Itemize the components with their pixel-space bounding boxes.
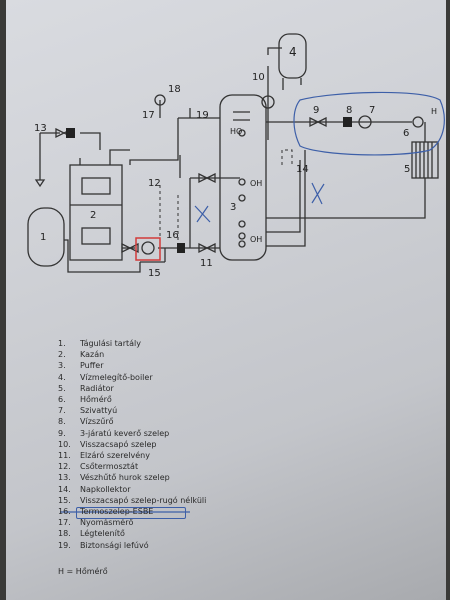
label-ho: HO bbox=[230, 127, 242, 136]
label-oh-1: OH bbox=[250, 179, 262, 188]
label-7: 7 bbox=[369, 105, 375, 116]
legend-item: 13.Vészhűtő hurok szelep bbox=[58, 473, 170, 483]
legend-item: 11.Elzáró szerelvény bbox=[58, 451, 150, 461]
label-1: 1 bbox=[40, 232, 46, 243]
legend-item: 3.Puffer bbox=[58, 361, 104, 371]
legend-item: 15.Visszacsapó szelep-rugó nélküli bbox=[58, 495, 207, 505]
legend-item: 19.Biztonsági lefúvó bbox=[58, 540, 149, 550]
legend-item: 5.Radiátor bbox=[58, 383, 114, 393]
label-13: 13 bbox=[34, 123, 47, 134]
label-15: 15 bbox=[148, 268, 161, 279]
legend-item: 12.Csőtermosztát bbox=[58, 462, 139, 472]
red-highlight-box bbox=[135, 237, 161, 261]
water-heater-tank bbox=[278, 33, 307, 79]
boiler-body bbox=[69, 164, 123, 261]
label-11: 11 bbox=[200, 258, 213, 269]
label-3: 3 bbox=[230, 202, 236, 213]
legend-item: 10.Visszacsapó szelep bbox=[58, 439, 157, 449]
legend-item: 18.Légtelenítő bbox=[58, 529, 125, 539]
legend-item: 4.Vízmelegítő-boiler bbox=[58, 372, 153, 382]
label-10: 10 bbox=[252, 72, 265, 83]
legend-item-highlighted: 16.Termoszelep-ESBE bbox=[58, 506, 358, 520]
legend-item: 14.Napkollektor bbox=[58, 484, 131, 494]
label-oh-2: OH bbox=[250, 235, 262, 244]
paper-sheet bbox=[6, 0, 446, 600]
legend-item: 1.Tágulási tartály bbox=[58, 339, 141, 348]
label-8: 8 bbox=[346, 105, 352, 116]
expansion-tank bbox=[27, 207, 65, 267]
label-4: 4 bbox=[289, 45, 297, 59]
label-12: 12 bbox=[148, 178, 161, 189]
legend-item: 6.Hőmérő bbox=[58, 395, 112, 405]
filter-symbol bbox=[343, 117, 352, 127]
label-18: 18 bbox=[168, 84, 181, 95]
label-19: 19 bbox=[196, 110, 209, 121]
legend-item: 2.Kazán bbox=[58, 350, 105, 360]
blue-highlight-circle bbox=[293, 91, 445, 156]
thermometer-note: H = Hőmérő bbox=[58, 567, 108, 576]
legend-item: 9.3-járatú keverő szelep bbox=[58, 428, 170, 438]
filter-symbol bbox=[177, 243, 185, 253]
label-h: H bbox=[431, 107, 437, 116]
label-6: 6 bbox=[403, 128, 409, 139]
legend-item: 7.Szivattyú bbox=[58, 406, 118, 416]
legend-item: 8.Vízszűrő bbox=[58, 417, 114, 427]
label-14: 14 bbox=[296, 164, 309, 175]
label-9: 9 bbox=[313, 105, 319, 116]
label-17: 17 bbox=[142, 110, 155, 121]
valve-head bbox=[66, 128, 75, 138]
legend-list: 1.Tágulási tartály 2.Kazán 3.Puffer 4.Ví… bbox=[58, 338, 358, 551]
label-2: 2 bbox=[90, 210, 96, 221]
label-5: 5 bbox=[404, 164, 410, 175]
legend-item: 17.Nyomásmérő bbox=[58, 518, 134, 528]
label-16: 16 bbox=[166, 230, 179, 241]
